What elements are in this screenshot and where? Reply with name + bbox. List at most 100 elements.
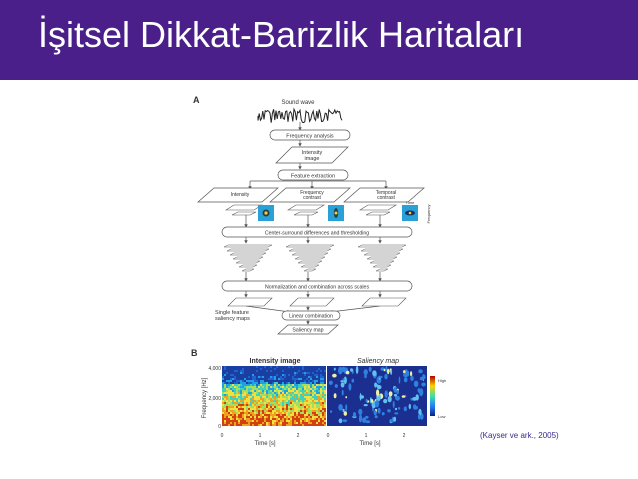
- pyramid-level: [241, 268, 255, 272]
- spectrogram-cell: [234, 408, 236, 410]
- spectrogram-cell: [226, 384, 228, 386]
- spectrogram-cell: [242, 414, 244, 416]
- spectrogram-cell: [322, 392, 324, 394]
- spectrogram-cell: [252, 404, 254, 406]
- spectrogram-cell: [250, 414, 252, 416]
- spectrogram-cell: [294, 408, 296, 410]
- spectrogram-cell: [260, 402, 262, 404]
- pyramid-level: [297, 260, 323, 264]
- spectrogram-cell: [292, 392, 294, 394]
- spectrogram-cell: [250, 420, 252, 422]
- spectrogram-cell: [312, 412, 314, 414]
- spectrogram-cell: [228, 380, 230, 382]
- spectrogram-cell: [278, 388, 280, 390]
- spectrogram-cell: [296, 390, 298, 392]
- saliency-blob: [338, 366, 343, 375]
- spectrogram-cell: [252, 402, 254, 404]
- spectrogram-cell: [262, 390, 264, 392]
- spectrogram-cell: [248, 408, 250, 410]
- spectrogram-cell: [288, 402, 290, 404]
- spectrogram-cell: [264, 390, 266, 392]
- spectrogram-cell: [308, 382, 310, 384]
- ytick-2000: 2,000: [208, 396, 221, 402]
- spectrogram-cell: [238, 402, 240, 404]
- connector: [329, 305, 381, 314]
- spectrogram-cell: [230, 390, 232, 392]
- spectrogram-cell: [294, 410, 296, 412]
- spectrogram-cell: [256, 388, 258, 390]
- spectrogram-cell: [314, 386, 316, 388]
- spectrogram-cell: [226, 398, 228, 400]
- spectrogram-cell: [222, 424, 224, 426]
- frequency-axis-title: Frequency [Hz]: [202, 377, 208, 418]
- spectrogram-cell: [314, 416, 316, 418]
- saliency-blob: [395, 396, 400, 401]
- spectrogram-cell: [274, 394, 276, 396]
- saliency-blob: [345, 396, 348, 399]
- spectrogram-cell: [222, 412, 224, 414]
- spectrogram-cell: [304, 420, 306, 422]
- saliency-blob: [401, 395, 406, 398]
- xlabel-left: Time [s]: [254, 441, 275, 447]
- spectrogram-cell: [268, 386, 270, 388]
- spectrogram-cell: [290, 400, 292, 402]
- spectrogram-cell: [238, 412, 240, 414]
- spectrogram-cell: [260, 388, 262, 390]
- spectrogram-cell: [288, 398, 290, 400]
- saliency-blob: [342, 408, 345, 413]
- spectrogram-cell: [254, 400, 256, 402]
- saliency-blob: [393, 387, 397, 393]
- spectrogram-cell: [320, 424, 322, 426]
- spectrogram-cell: [244, 410, 246, 412]
- spectrogram-cell: [238, 410, 240, 412]
- spectrogram-cell: [256, 416, 258, 418]
- spectrogram-cell: [300, 398, 302, 400]
- spectrogram-cell: [322, 412, 324, 414]
- spectrogram-cell: [264, 382, 266, 384]
- spectrogram-cell: [260, 382, 262, 384]
- spectrogram-cell: [320, 416, 322, 418]
- spectrogram-cell: [288, 404, 290, 406]
- spectrogram-cell: [246, 414, 248, 416]
- spectrogram-cell: [322, 380, 324, 382]
- single-feature-label-1: Single feature: [215, 310, 249, 316]
- spectrogram-cell: [250, 424, 252, 426]
- spectrogram-cell: [264, 406, 266, 408]
- spectrogram-cell: [304, 402, 306, 404]
- spectrogram-cell: [274, 420, 276, 422]
- spectrogram-cell: [262, 396, 264, 398]
- spectrogram-cell: [278, 410, 280, 412]
- spectrogram-cell: [224, 388, 226, 390]
- spectrogram-cell: [292, 404, 294, 406]
- spectrogram-cell: [294, 406, 296, 408]
- spectrogram-cell: [248, 380, 250, 382]
- spectrogram-cell: [244, 408, 246, 410]
- spectrogram-cell: [264, 404, 266, 406]
- saliency-blob: [384, 373, 388, 380]
- spectrogram-cell: [256, 418, 258, 420]
- spectrogram-cell: [286, 384, 288, 386]
- spectrogram-cell: [292, 386, 294, 388]
- spectrogram-cell: [274, 390, 276, 392]
- saliency-blob: [410, 371, 413, 377]
- spectrogram-cell: [298, 412, 300, 414]
- spectrogram-cell: [320, 410, 322, 412]
- panel-b-label: B: [191, 348, 198, 358]
- spectrogram-cell: [284, 400, 286, 402]
- spectrogram-cell: [316, 390, 318, 392]
- saliency-blob: [403, 370, 406, 374]
- spectrogram-cell: [224, 396, 226, 398]
- spectrogram-cell: [254, 398, 256, 400]
- spectrogram-cell: [256, 384, 258, 386]
- spectrogram-cell: [274, 376, 276, 378]
- spectrogram-cell: [244, 414, 246, 416]
- spectrogram-cell: [316, 380, 318, 382]
- spectrogram-cell: [308, 392, 310, 394]
- spectrogram-cell: [244, 412, 246, 414]
- spectrogram-cell: [228, 418, 230, 420]
- spectrogram-cell: [230, 374, 232, 376]
- spectrogram-cell: [252, 388, 254, 390]
- saliency-blob: [372, 370, 377, 377]
- spectrogram-cell: [268, 412, 270, 414]
- spectrogram-cell: [298, 416, 300, 418]
